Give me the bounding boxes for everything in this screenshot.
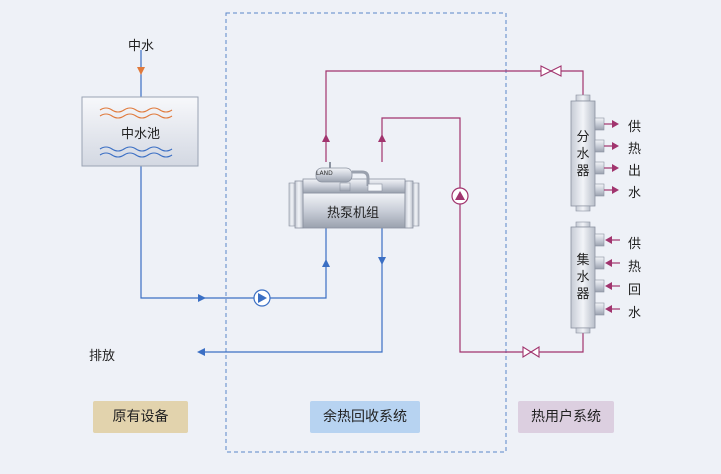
supply-label-2: 热 [628,142,642,157]
supply-branches [594,117,619,197]
supply-label-4: 水 [628,186,642,201]
arrow-icon [378,257,386,265]
heat-pump-unit [288,162,420,229]
heat-user-system-badge: 热用户系统 [518,401,614,433]
valve-icon [540,65,562,77]
discharge-label: 排放 [89,349,116,364]
water-distributor [570,94,596,212]
arrow-icon [197,348,205,356]
arrow-icon [198,294,206,302]
reclaimed-water-pool-label: 中水池 [121,127,161,142]
recovery-system-boundary [225,12,507,453]
return-label-3: 回 [628,283,642,298]
arrow-icon [322,259,330,267]
arrow-icon [322,134,330,142]
return-label-4: 水 [628,306,642,321]
purple-pipes [325,70,584,353]
reclaimed-water-label: 中水 [128,39,155,54]
collector-label: 集 水 器 [576,253,590,302]
pump-icon [253,289,271,307]
distributor-label: 分 水 器 [576,130,590,179]
warm-wave-icon [99,107,173,119]
cool-wave-icon [99,146,173,158]
original-equipment-badge: 原有设备 [93,401,188,433]
return-label-2: 热 [628,260,642,275]
unit-nameplate: LAND [316,170,333,177]
return-label-1: 供 [628,237,642,252]
heat-recovery-system-badge: 余热回收系统 [310,401,420,433]
pump-icon [451,187,469,205]
valve-icon [522,346,540,358]
return-branches [594,233,620,316]
supply-label-3: 出 [628,164,642,179]
heat-pump-unit-label: 热泵机组 [327,206,380,221]
supply-label-1: 供 [628,120,642,135]
water-collector [570,221,596,334]
inlet-arrow-icon [137,67,145,75]
arrow-icon [378,134,386,142]
